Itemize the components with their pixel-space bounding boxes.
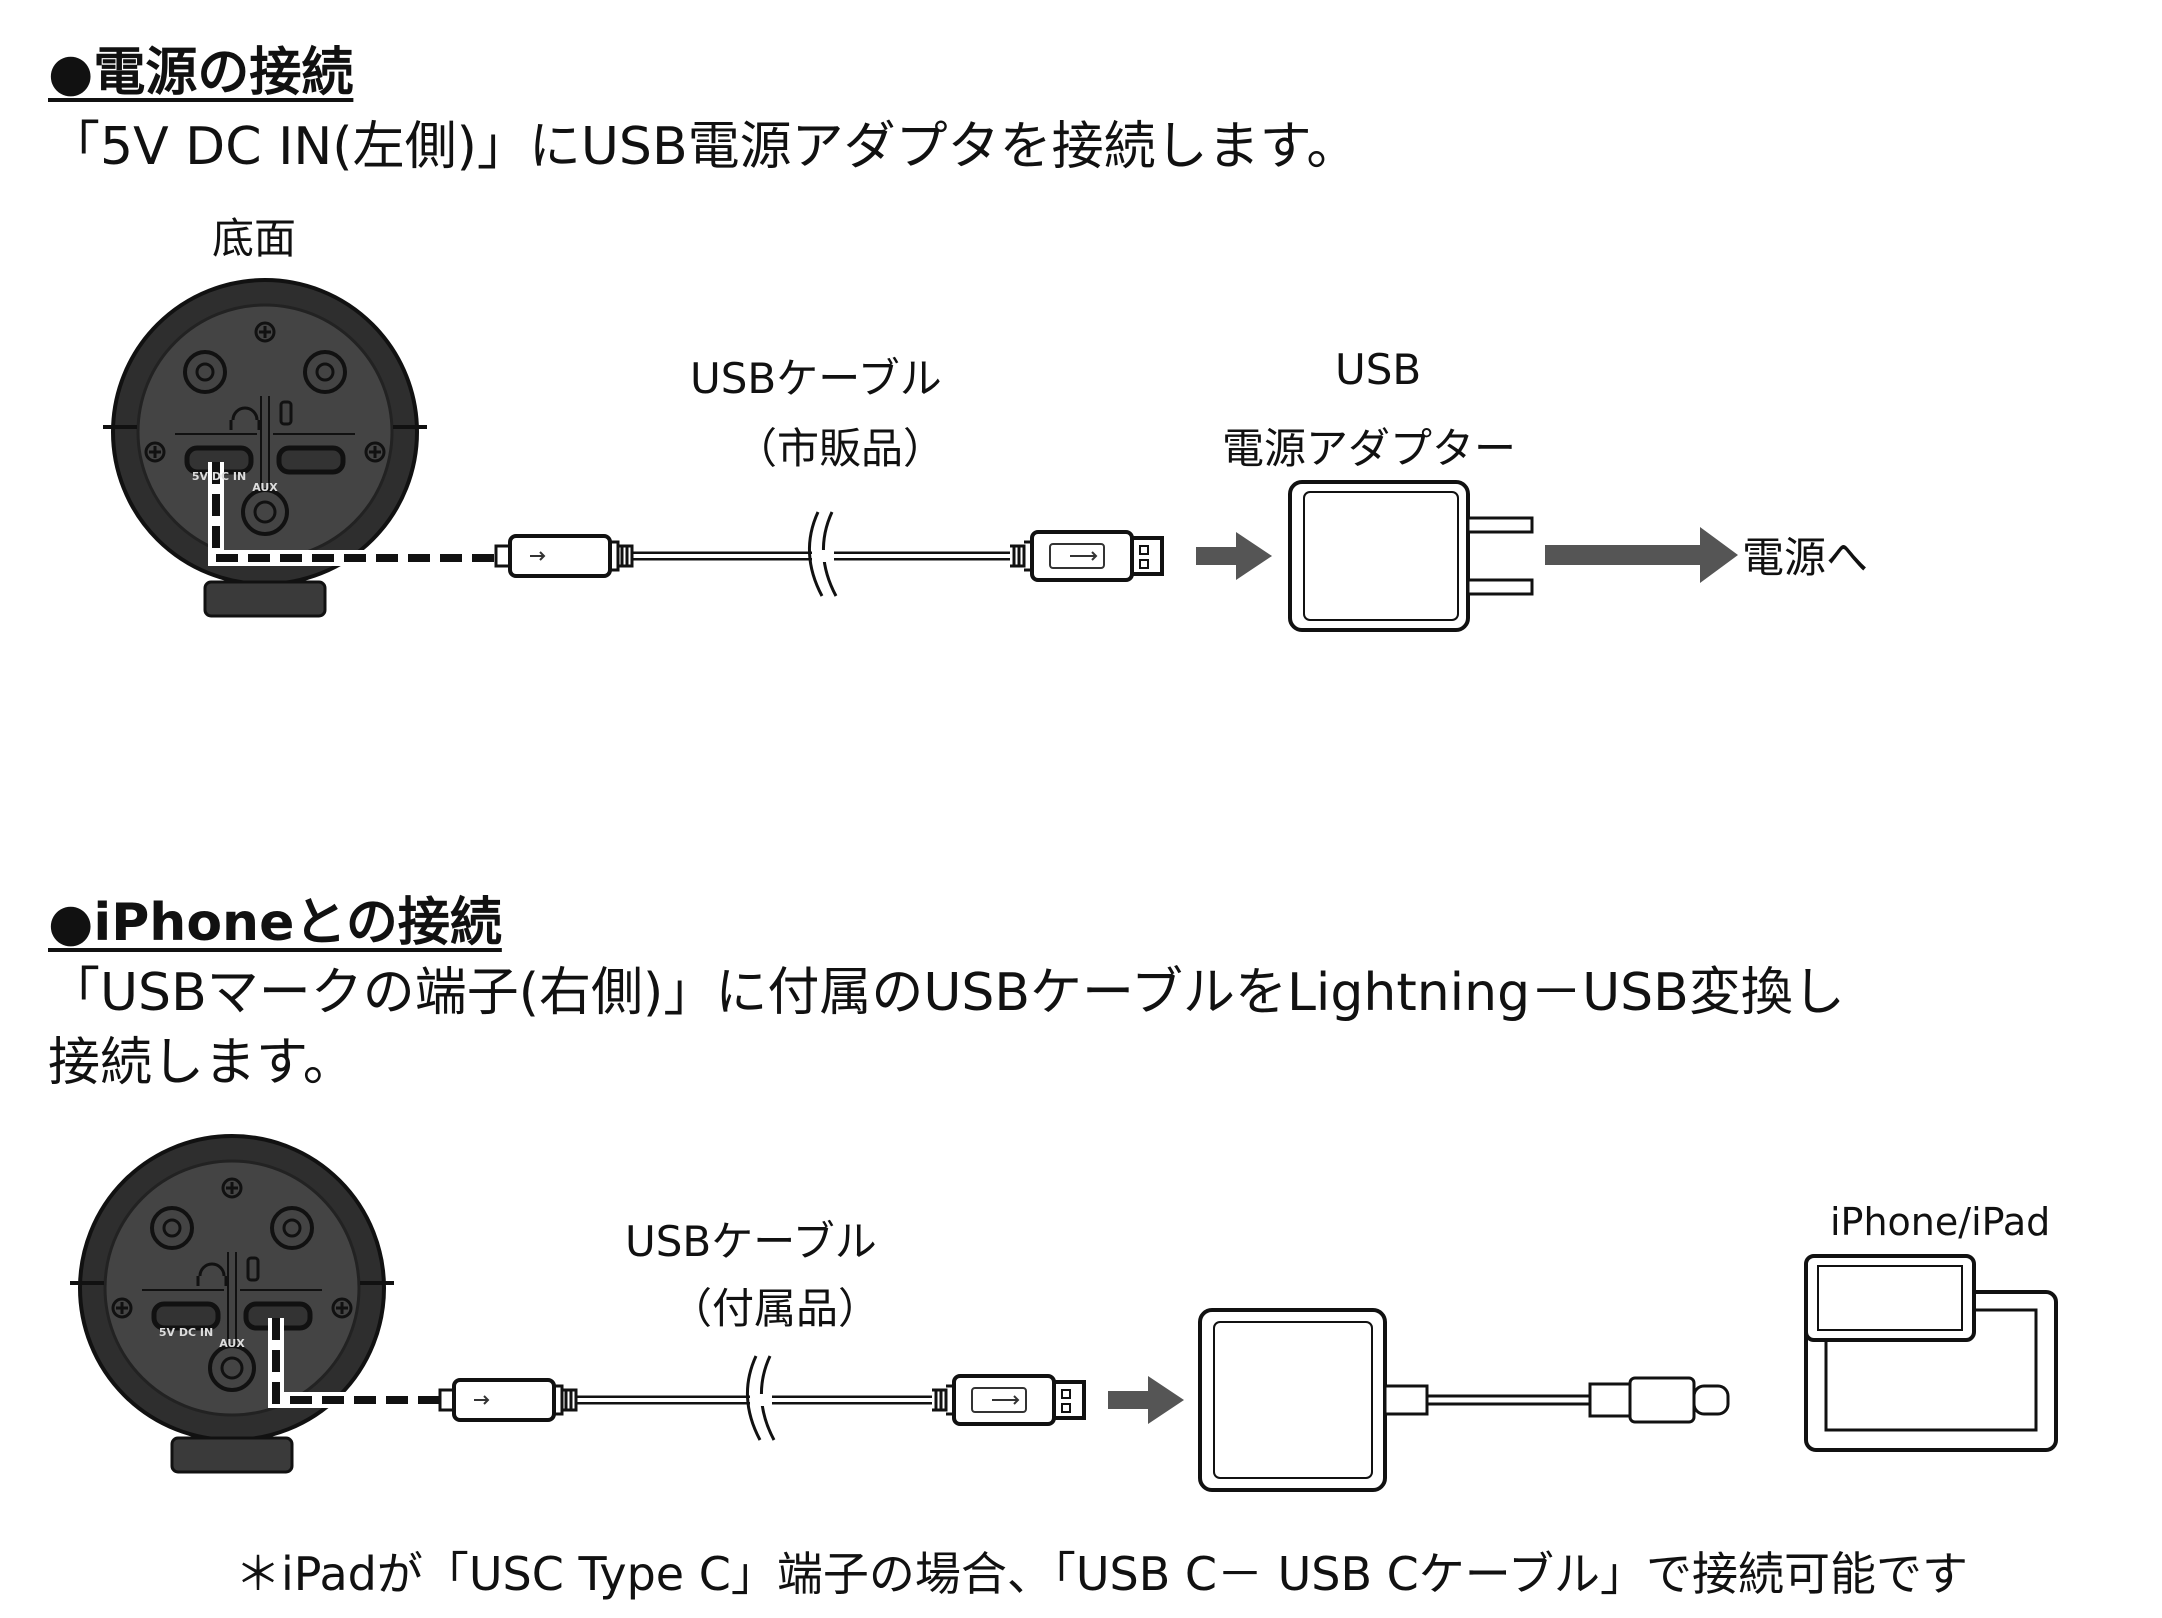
section2-description-line2: 接続します。 (48, 1033, 355, 1093)
device-port-aux-label: AUX (252, 481, 278, 494)
adapter-label-line2: 電源アダプター (1222, 424, 1517, 473)
arrow-to-power-icon (1545, 527, 1738, 583)
usb-c-plug-icon (494, 534, 634, 578)
bottom-view-label: 底面 (212, 214, 297, 263)
cable-label-line1: USBケーブル (690, 354, 942, 403)
cable-break-icon (807, 510, 838, 598)
microphone-bottom-icon-2 (70, 1136, 394, 1472)
usb-a-plug-icon (1008, 530, 1164, 582)
footnote: ＊iPadが「USC Type C」端子の場合、「USB C－ USB Cケーブ… (235, 1547, 1969, 1601)
section2-description-line1: 「USBマークの端子(右側)」に付属のUSBケーブルをLightning－USB… (48, 963, 1845, 1023)
device-label: iPhone/iPad (1830, 1200, 2051, 1244)
iphone-ipad-icon (1804, 1254, 2058, 1452)
usb-a-plug-icon-2 (930, 1374, 1086, 1426)
device-port-left-label: 5V DC IN (192, 470, 246, 483)
section2-heading: ●iPhoneとの接続 (48, 893, 502, 953)
section1-description: 「5V DC IN(左側)」にUSB電源アダプタを接続します。 (48, 117, 1359, 177)
cable-break-icon-2 (745, 1354, 776, 1442)
device-port-aux-label-2: AUX (219, 1337, 245, 1350)
cable2-label-line2: （付属品） (670, 1284, 881, 1333)
cable-label-line2: （市販品） (735, 424, 946, 473)
device-port-left-label-2: 5V DC IN (159, 1326, 213, 1339)
adapter-label-line1: USB (1335, 345, 1422, 394)
usb-power-adapter-icon (1288, 480, 1534, 632)
lightning-usb-adapter-icon (1198, 1308, 1730, 1492)
usb-c-plug-icon-2 (438, 1378, 578, 1422)
cable2-label-line1: USBケーブル (625, 1217, 877, 1266)
arrow-right-icon (1196, 532, 1272, 580)
to-power-label: 電源へ (1742, 533, 1869, 582)
section1-heading: ●電源の接続 (48, 43, 354, 103)
arrow-right-icon-2 (1108, 1376, 1184, 1424)
